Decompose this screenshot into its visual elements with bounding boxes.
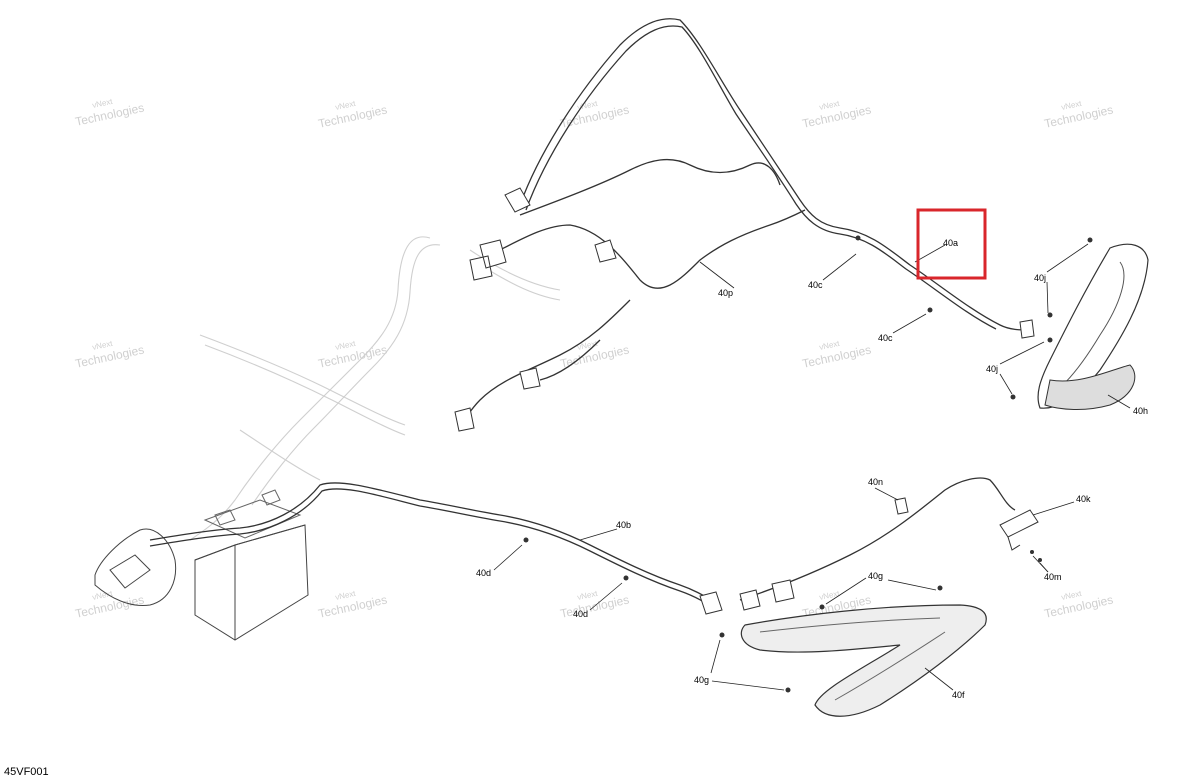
svg-text:vNext: vNext [818,339,841,352]
highlight-box [916,208,987,280]
callout-40c-left: 40c [808,280,823,290]
svg-text:vNext: vNext [334,339,357,352]
callout-40m: 40m [1044,572,1062,582]
svg-text:vNext: vNext [1060,589,1083,602]
svg-text:vNext: vNext [576,589,599,602]
svg-text:vNext: vNext [576,99,599,112]
callout-40d-left: 40d [476,568,491,578]
svg-text:vNext: vNext [334,589,357,602]
callout-40g-upper: 40g [868,571,883,581]
front-left-bracket [94,528,177,607]
leader-lines [493,243,1131,691]
callout-40n: 40n [868,477,883,487]
callout-40d-right: 40d [573,609,588,619]
svg-text:vNext: vNext [818,99,841,112]
svg-text:vNext: vNext [91,589,114,602]
callout-40g-lower: 40g [694,675,709,685]
ghost-frame [189,236,561,541]
right-light-40h [1037,243,1149,411]
callout-labels: 40a 40p 40c 40c 40j 40j 40h 40n 40k 40b … [476,238,1148,700]
lower-light-40f [740,604,987,717]
reference-code: 45VF001 [4,766,49,778]
lower-harness-40b [149,477,1016,615]
bracket-40k [999,509,1039,551]
callout-40a: 40a [943,238,958,248]
callout-40p: 40p [718,288,733,298]
svg-text:vNext: vNext [334,99,357,112]
svg-text:vNext: vNext [91,97,114,110]
callout-40k: 40k [1076,494,1091,504]
callout-40f: 40f [952,690,965,700]
svg-text:vNext: vNext [818,589,841,602]
svg-text:vNext: vNext [1060,99,1083,112]
upper-harness-40p [454,18,1035,432]
battery [194,489,309,641]
callout-40j-lower: 40j [986,364,998,374]
fasteners [523,235,1093,693]
callout-40j-upper: 40j [1034,273,1046,283]
callout-40c-right: 40c [878,333,893,343]
svg-text:vNext: vNext [91,339,114,352]
callout-40b: 40b [616,520,631,530]
callout-40h: 40h [1133,406,1148,416]
